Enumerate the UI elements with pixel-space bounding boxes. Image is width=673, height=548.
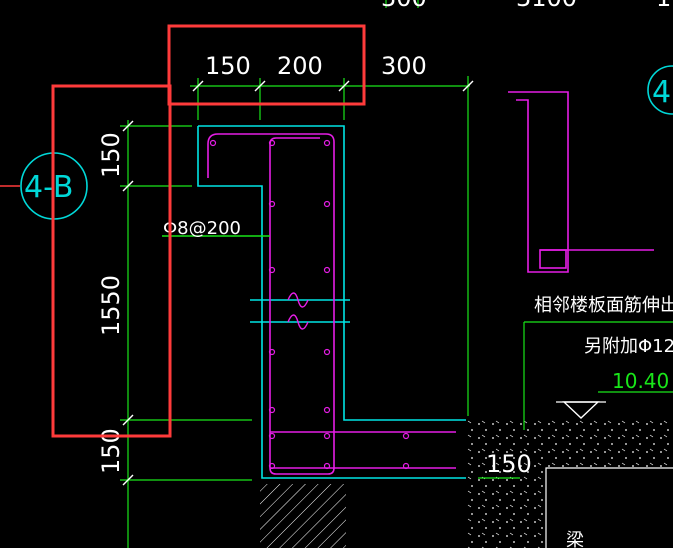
axis-tag-right: 4 (652, 75, 671, 110)
axis-bubble-right (647, 65, 673, 115)
concrete-outline (197, 125, 466, 479)
rebar-dots (209, 139, 410, 470)
beam-outline (545, 467, 673, 548)
dim-slab-150: 150 (486, 450, 532, 478)
wall-below-hatch (260, 484, 346, 548)
highlight-box-top (167, 24, 366, 106)
elevation-marker (562, 401, 600, 419)
note-line-2: 另附加Φ12@ (584, 336, 673, 357)
beam-void (546, 468, 673, 548)
dimension-ticks (122, 80, 474, 486)
axis-tag-4b: 4-B (24, 170, 73, 205)
dim-horiz-150: 150 (205, 52, 251, 80)
dim-top-partial-left: 300 (381, 0, 427, 12)
dim-vert-1550: 1550 (97, 275, 125, 336)
dimension-lines (120, 0, 673, 548)
dim-vert-150-top: 150 (97, 132, 125, 178)
break-symbol (287, 292, 309, 330)
rebar-cage (207, 91, 654, 475)
rebar-spec: Φ8@200 (163, 218, 241, 239)
beam-label: 梁 (566, 530, 584, 548)
dim-horiz-300: 300 (381, 52, 427, 80)
highlight-box-left (51, 84, 172, 438)
elevation-value: 10.40 (612, 369, 669, 393)
dim-horiz-200: 200 (277, 52, 323, 80)
dim-top-partial-mid: 3100 (516, 0, 577, 12)
note-line-1: 相邻楼板面筋伸出(Φ8 (534, 295, 673, 316)
dim-top-partial-right: 1 (656, 0, 671, 12)
